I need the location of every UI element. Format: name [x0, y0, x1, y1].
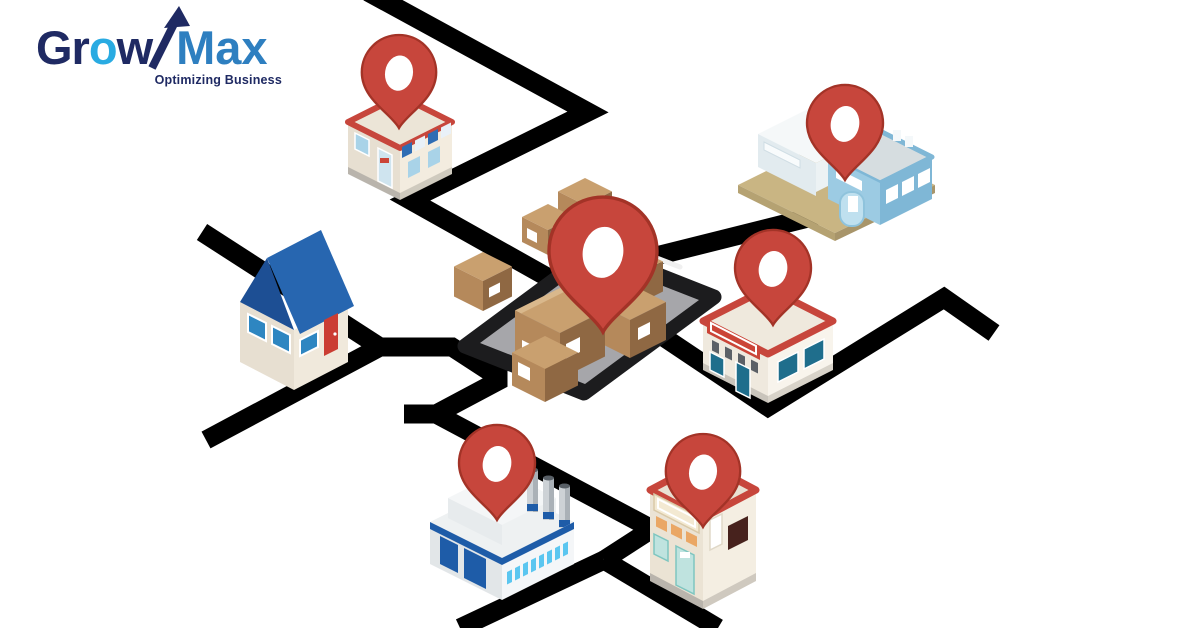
- logo-text-w: w: [116, 21, 154, 74]
- growth-arrow-icon: [148, 6, 190, 70]
- logo-text-max: Max: [176, 21, 268, 74]
- logo-text-gr: Gr: [36, 21, 90, 74]
- storefront-icon: [699, 284, 837, 403]
- retail-store-icon: [345, 93, 455, 200]
- logo-tagline: Optimizing Business: [154, 73, 282, 87]
- logo-text-o: o: [88, 21, 118, 74]
- house-icon: [240, 230, 354, 390]
